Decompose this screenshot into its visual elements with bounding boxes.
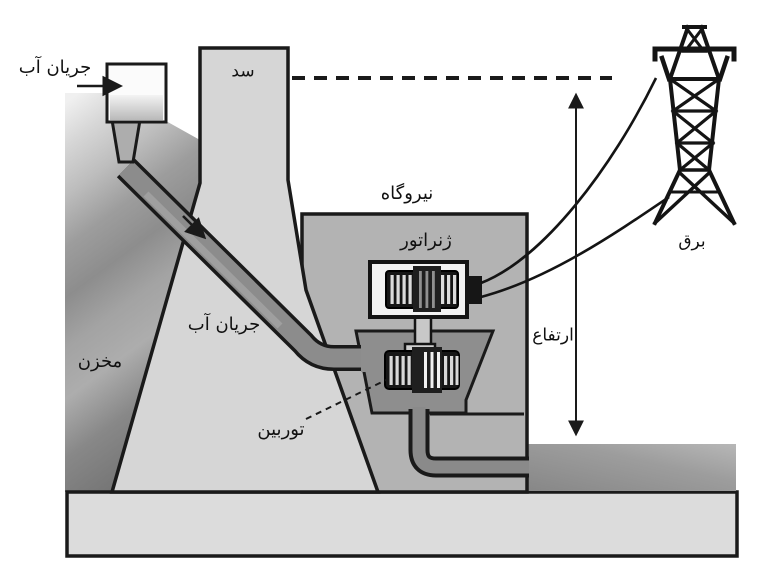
label-flow-on-dam: جریان آب	[187, 314, 261, 336]
base-slab	[65, 490, 739, 558]
intake-structure	[105, 62, 168, 164]
transmission-tower-icon	[652, 24, 737, 226]
label-reservoir: مخزن	[77, 351, 123, 373]
label-powerhouse: نیروگاه	[380, 183, 434, 205]
label-height: ارتفاع	[532, 325, 574, 346]
label-dam: سد	[231, 61, 255, 82]
tailwater	[528, 444, 736, 491]
turbine-rotor	[384, 342, 460, 393]
intake-water	[110, 95, 163, 120]
generator-rotor	[385, 266, 459, 312]
penstock-flow-arrow	[182, 215, 207, 240]
draft-tube	[408, 407, 529, 478]
label-turbine: توربین	[257, 419, 305, 441]
label-inflow: جریان آب	[18, 57, 92, 79]
label-electricity: برق	[678, 231, 706, 252]
generator-terminal	[466, 276, 482, 304]
label-generator: ژنراتور	[400, 230, 452, 252]
turbine-leader-line	[305, 379, 387, 420]
penstock-pipe	[116, 158, 374, 372]
